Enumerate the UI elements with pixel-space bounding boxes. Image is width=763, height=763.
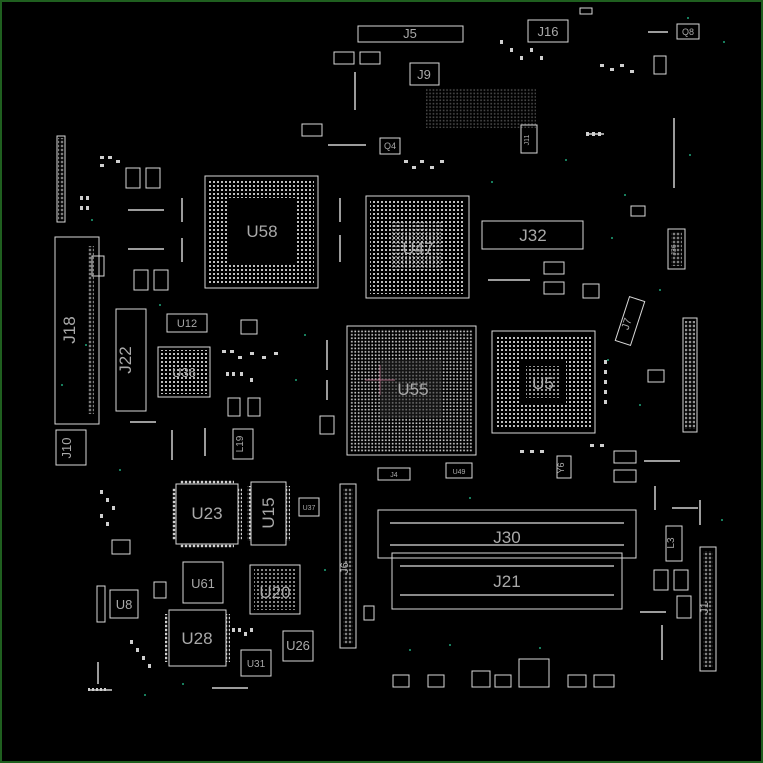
transistor-q8[interactable]: Q8 xyxy=(676,23,700,40)
label-j11: J11 xyxy=(524,135,531,146)
label-u26: U26 xyxy=(286,638,310,653)
connector-j9[interactable]: J9 xyxy=(409,62,440,86)
chip-u8[interactable]: U8 xyxy=(109,589,139,619)
connector-j5[interactable]: J5 xyxy=(357,25,464,43)
chip-u15[interactable]: U15 xyxy=(247,481,290,546)
label-u58: U58 xyxy=(246,222,277,241)
inductor-l3[interactable]: L3 xyxy=(665,525,683,562)
label-u31: U31 xyxy=(247,659,266,670)
label-u37: U37 xyxy=(303,505,316,512)
label-u61: U61 xyxy=(191,576,215,591)
label-u5: U5 xyxy=(532,374,554,393)
label-u28: U28 xyxy=(181,629,212,648)
label-u49: U49 xyxy=(453,469,466,476)
chip-u47[interactable]: U47 xyxy=(365,195,470,299)
connector-j10[interactable]: J10 xyxy=(55,429,87,466)
pin-strip-left xyxy=(56,135,66,223)
label-u55: U55 xyxy=(397,380,428,399)
connector-j32[interactable]: J32 xyxy=(481,220,584,250)
chip-u28[interactable]: U28 xyxy=(165,609,230,667)
connector-j30[interactable]: J30 xyxy=(377,509,637,559)
connector-j16[interactable]: J16 xyxy=(527,19,569,43)
crystal-y6[interactable]: Y6 xyxy=(556,455,572,479)
via-dots xyxy=(61,17,725,696)
label-u8: U8 xyxy=(116,597,133,612)
connector-j4[interactable]: J4 xyxy=(377,467,411,481)
pin-header-right xyxy=(682,317,698,433)
connector-j36[interactable]: J36 xyxy=(667,228,686,270)
connector-j6[interactable]: J6 xyxy=(339,483,357,649)
label-u15: U15 xyxy=(259,497,278,528)
chip-u26[interactable]: U26 xyxy=(282,630,314,662)
label-j16: J16 xyxy=(538,24,559,39)
label-j1: J1 xyxy=(699,602,711,614)
label-u47: U47 xyxy=(402,239,433,258)
chip-u36[interactable]: U36 xyxy=(157,346,211,398)
transistor-q4[interactable]: Q4 xyxy=(379,137,401,155)
label-u23: U23 xyxy=(191,504,222,523)
chip-u55[interactable]: U55 xyxy=(346,325,477,456)
connector-j21[interactable]: J21 xyxy=(391,552,623,610)
connector-j1[interactable]: J1 xyxy=(699,546,717,672)
chip-u20[interactable]: U20 xyxy=(249,564,301,615)
via-field-top xyxy=(426,88,536,128)
label-j32: J32 xyxy=(519,226,546,245)
small-parts xyxy=(91,7,692,688)
label-j30: J30 xyxy=(493,528,520,547)
label-q4: Q4 xyxy=(384,141,396,151)
chip-u5[interactable]: U5 xyxy=(491,330,596,434)
label-q8: Q8 xyxy=(682,27,694,37)
label-j18: J18 xyxy=(60,316,79,343)
label-j22: J22 xyxy=(116,346,135,373)
label-y6: Y6 xyxy=(556,462,566,473)
chip-u49[interactable]: U49 xyxy=(445,462,473,479)
label-u36: U36 xyxy=(172,365,196,380)
label-j5: J5 xyxy=(403,26,417,41)
chip-u37[interactable]: U37 xyxy=(298,497,320,517)
label-j21: J21 xyxy=(493,572,520,591)
label-j4: J4 xyxy=(390,472,398,479)
label-j10: J10 xyxy=(59,438,74,459)
chip-u58[interactable]: U58 xyxy=(204,175,319,289)
chip-u31[interactable]: U31 xyxy=(240,649,272,677)
connector-j22[interactable]: J22 xyxy=(115,308,147,412)
label-l3: L3 xyxy=(666,537,677,549)
label-j9: J9 xyxy=(417,67,431,82)
label-l19: L19 xyxy=(235,435,246,452)
label-j7: J7 xyxy=(620,317,635,332)
chip-u23[interactable]: U23 xyxy=(172,480,242,548)
connector-j18[interactable]: J18 xyxy=(54,236,100,425)
smd-pad-clusters xyxy=(80,40,634,691)
label-u12: U12 xyxy=(177,318,197,330)
connector-j7[interactable]: J7 xyxy=(614,296,646,346)
label-j36: J36 xyxy=(671,244,678,255)
chip-u12[interactable]: U12 xyxy=(166,313,208,333)
inductor-l19[interactable]: L19 xyxy=(232,428,254,460)
label-j6: J6 xyxy=(339,562,351,574)
label-u20: U20 xyxy=(259,583,290,602)
chip-u61[interactable]: U61 xyxy=(182,561,224,604)
connector-j11[interactable]: J11 xyxy=(520,124,538,154)
